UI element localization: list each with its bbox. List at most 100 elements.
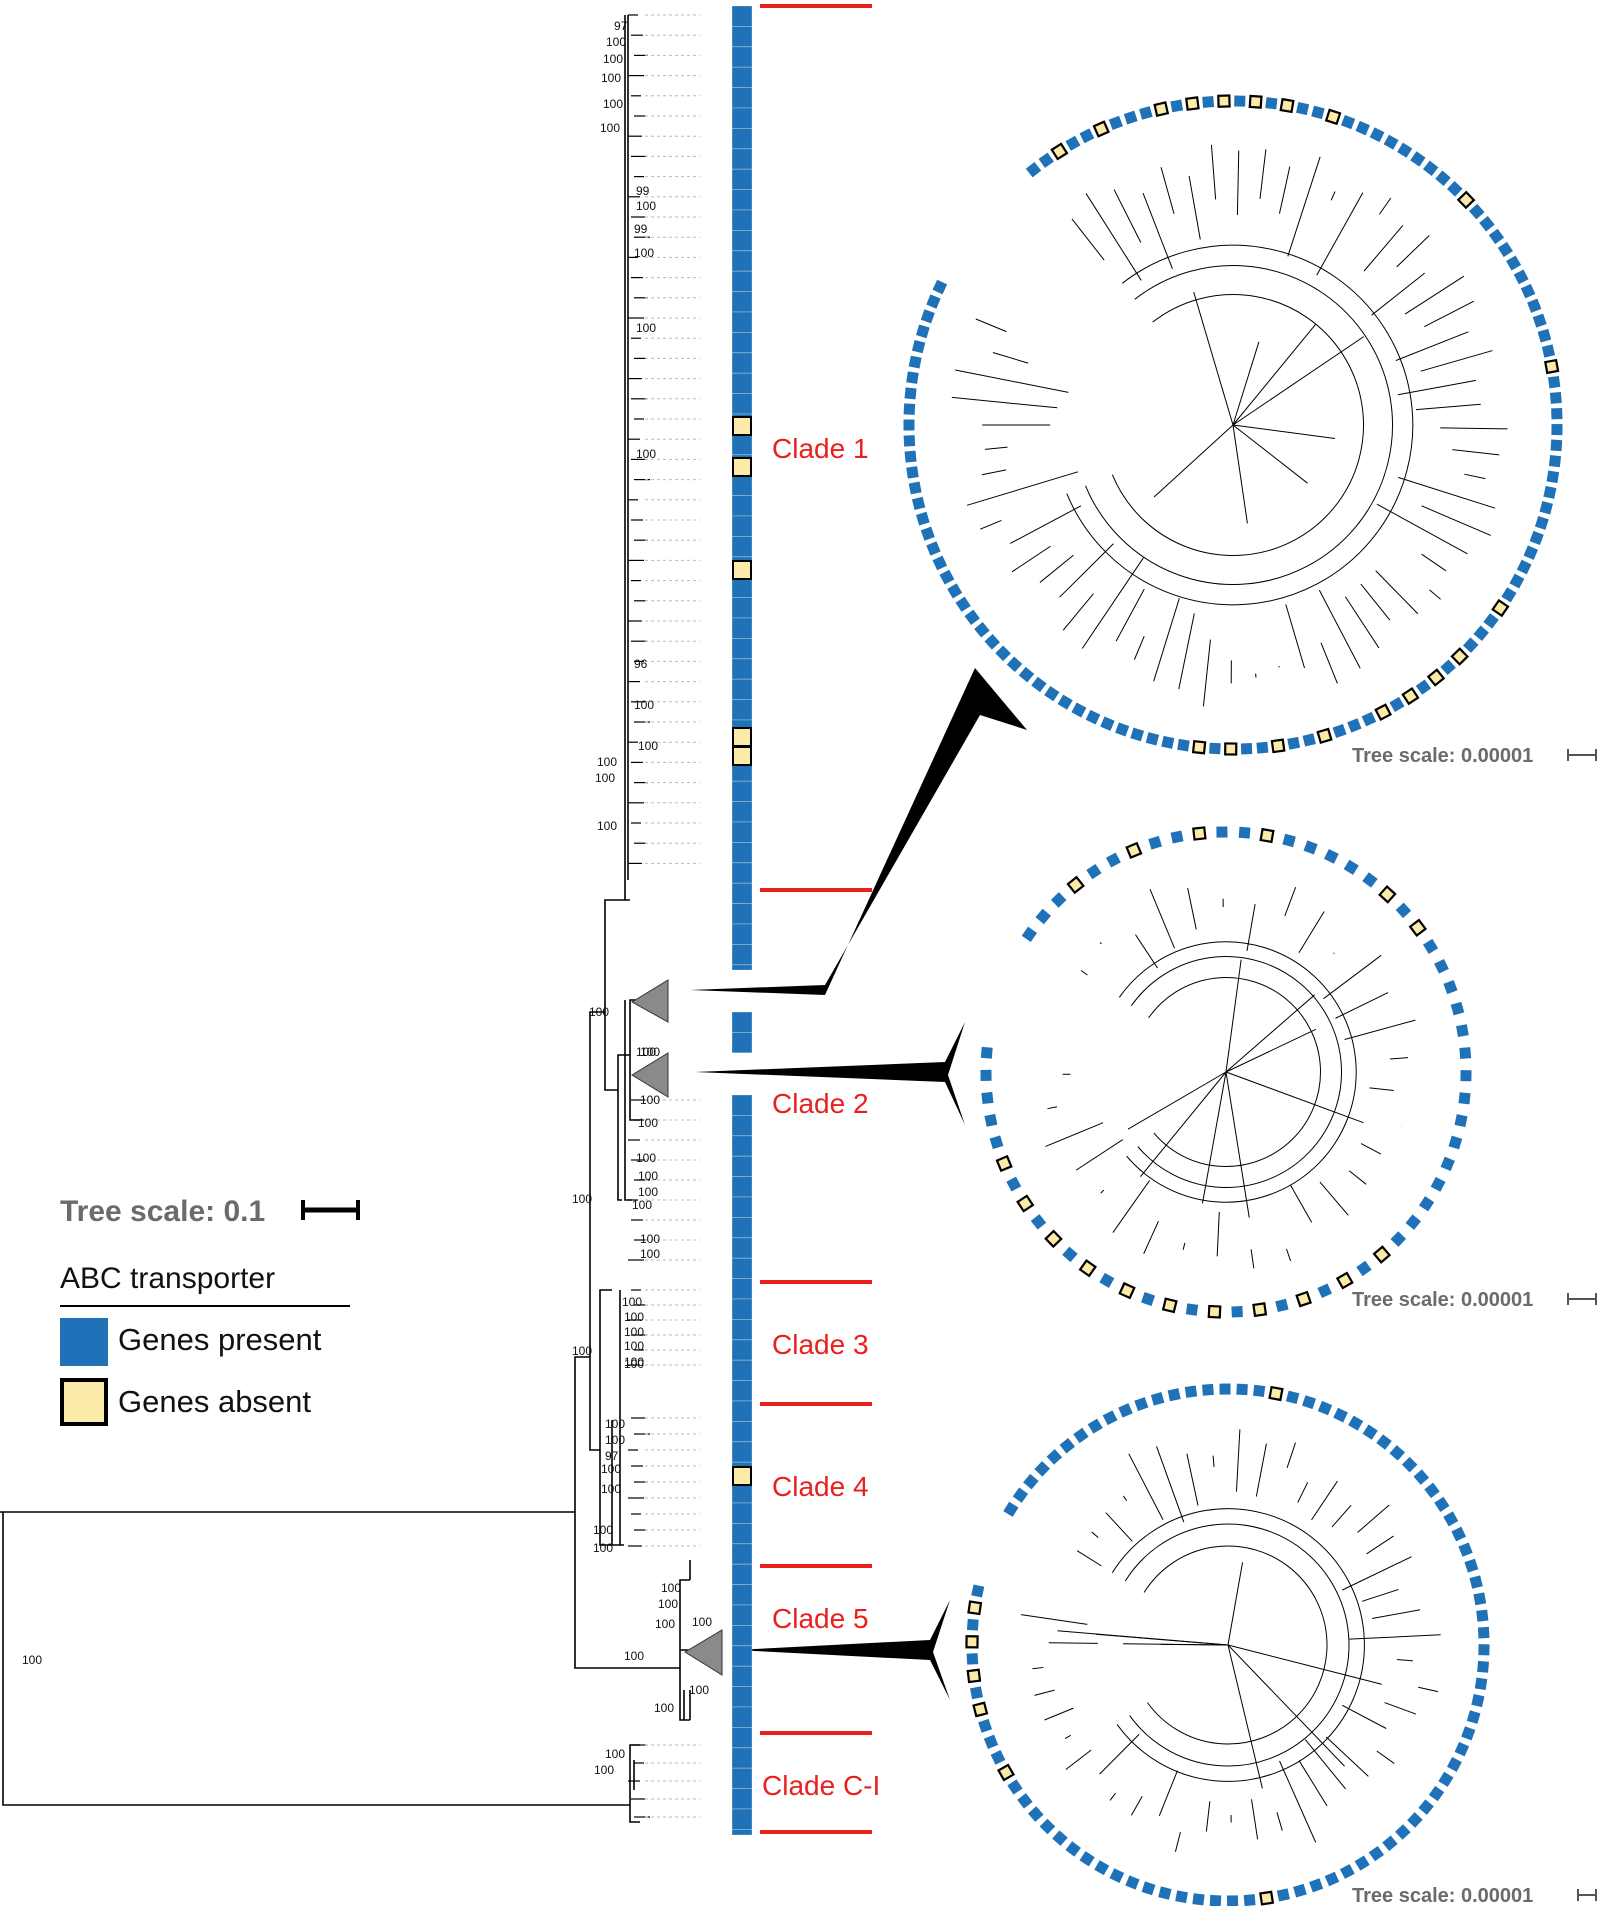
circle-presence-marker <box>1434 1496 1450 1512</box>
circle-presence-marker <box>1059 1438 1076 1454</box>
circle-branch <box>1276 1812 1283 1831</box>
circle-branch <box>1045 1122 1104 1147</box>
bootstrap-value: 100 <box>654 1701 674 1715</box>
circle-branch <box>1452 449 1500 456</box>
circle-presence-marker <box>1123 110 1138 125</box>
presence-cell <box>731 474 753 497</box>
circle-presence-marker <box>1501 587 1517 603</box>
presence-cell <box>731 903 753 925</box>
presence-cell <box>731 1767 753 1789</box>
circle-presence-marker <box>903 419 915 431</box>
circle-presence-marker <box>1177 738 1190 752</box>
circle-presence-marker <box>1534 516 1549 530</box>
presence-cell <box>731 964 753 971</box>
presence-cell <box>731 25 753 48</box>
circle-branch <box>1372 1609 1421 1620</box>
circle-branch <box>1174 1831 1181 1852</box>
circle-branch <box>1160 167 1175 214</box>
circle-presence-marker <box>1551 423 1563 436</box>
bootstrap-value: 100 <box>624 1355 644 1369</box>
circle-spoke <box>1140 1071 1227 1177</box>
circle-spoke <box>1232 336 1365 426</box>
circle-branch <box>1133 636 1145 660</box>
circle-presence-marker <box>1435 170 1451 187</box>
circle-absence-marker <box>1248 94 1263 109</box>
circle-branch <box>1371 272 1425 316</box>
presence-cell <box>731 1563 753 1585</box>
presence-cell <box>731 638 753 660</box>
presence-cell <box>731 209 753 231</box>
circle-presence-marker <box>1389 696 1405 712</box>
circle-branch <box>1039 554 1074 583</box>
circle-branch <box>1286 1442 1296 1469</box>
circle-presence-marker <box>1202 1383 1214 1396</box>
circle-presence-marker <box>915 324 930 339</box>
presence-cell <box>731 46 753 68</box>
circle-branch <box>1384 1702 1417 1715</box>
circle-branch <box>1325 1736 1369 1777</box>
circle-presence-marker <box>1548 455 1562 468</box>
circle-branch <box>1360 583 1391 621</box>
circle-presence-marker <box>1007 1779 1023 1795</box>
circle-presence-marker <box>1086 863 1102 880</box>
circle-presence-marker <box>903 435 916 447</box>
circle-absence-marker <box>1456 190 1476 210</box>
circle-branch <box>1246 904 1256 952</box>
circle-presence-marker <box>1161 735 1175 749</box>
circle-presence-marker <box>1240 742 1253 755</box>
circle-spoke <box>1227 1562 1244 1646</box>
presence-cell <box>731 87 753 109</box>
bootstrap-value: 100 <box>597 755 617 769</box>
circle-branch <box>1105 1512 1133 1542</box>
circle-presence-marker <box>1343 859 1359 875</box>
circle-presence-marker <box>1428 1785 1445 1802</box>
circle-branch <box>1298 1760 1328 1807</box>
presence-cell <box>731 433 753 456</box>
bootstrap-value: 100 <box>589 1005 609 1019</box>
bootstrap-value: 100 <box>595 771 615 785</box>
bootstrap-value: 100 <box>605 1747 625 1761</box>
circle-presence-marker <box>1523 545 1539 560</box>
bootstrap-value: 100 <box>572 1344 592 1358</box>
presence-cell <box>731 923 753 945</box>
circle-presence-marker <box>1395 1824 1411 1840</box>
presence-cell <box>731 515 753 537</box>
circle-presence-marker <box>932 279 948 295</box>
circle-presence-marker <box>1333 1407 1348 1423</box>
circle-presence-marker <box>989 1135 1004 1150</box>
circle-tree-scales: Tree scale: 0.00001 Tree scale: 0.00001 … <box>1352 745 1597 1906</box>
circle-presence-marker <box>1021 926 1038 943</box>
absence-cell <box>732 1466 752 1486</box>
circle-branch <box>1236 150 1240 215</box>
collapsed-triangle-1 <box>631 979 669 1023</box>
presence-cell <box>731 1298 753 1320</box>
circular-subtree-1 <box>903 94 1563 756</box>
circle-presence-marker <box>1395 902 1412 919</box>
circle-presence-marker <box>1302 733 1316 747</box>
bootstrap-value: 100 <box>624 1357 644 1371</box>
circle-presence-marker <box>926 541 941 556</box>
circle-spoke <box>1225 1028 1317 1073</box>
circle-absence-marker <box>1324 108 1342 126</box>
circle-presence-marker <box>1369 127 1385 143</box>
circle-branch <box>1286 1248 1292 1262</box>
circle-presence-marker <box>1413 1469 1430 1485</box>
circle-arc <box>1124 1523 1350 1767</box>
circle-presence-marker <box>1209 742 1221 755</box>
bootstrap-value: 97 <box>605 1449 619 1463</box>
circle-branch <box>1142 192 1173 270</box>
circle-branch <box>1464 473 1486 480</box>
circle-spoke <box>1232 424 1335 439</box>
clade-label-2: Clade 2 <box>772 1088 869 1119</box>
circle-presence-marker <box>974 622 990 638</box>
circle-presence-marker <box>1458 1092 1471 1105</box>
leaf-leader-lines <box>645 14 700 1818</box>
bootstrap-value: 100 <box>622 1295 642 1309</box>
circle-presence-marker <box>1527 298 1542 313</box>
circle-presence-marker <box>1454 1114 1468 1128</box>
presence-cell <box>731 1237 753 1259</box>
circle-branch <box>1418 1686 1439 1693</box>
clade-separators <box>760 4 872 1834</box>
circle-presence-marker <box>915 511 930 526</box>
circle-presence-marker <box>1202 96 1215 108</box>
